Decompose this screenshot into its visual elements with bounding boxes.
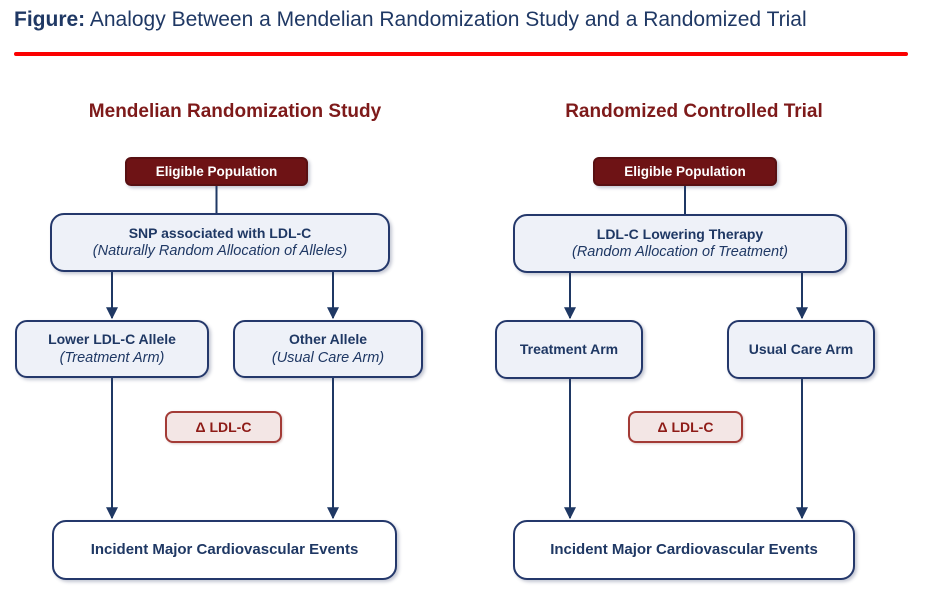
column-heading-rct: Randomized Controlled Trial [565, 101, 823, 122]
other-allele-box: Other Allele (Usual Care Arm) [233, 320, 423, 378]
delta-ldlc-label: Δ LDL-C [195, 418, 252, 435]
eligible-population-label: Eligible Population [624, 163, 746, 179]
lower-allele-title: Lower LDL-C Allele [48, 331, 176, 348]
figure-title-label: Figure: [14, 8, 86, 31]
lower-ldlc-allele-box: Lower LDL-C Allele (Treatment Arm) [15, 320, 209, 378]
snp-intervention-box: SNP associated with LDL-C (Naturally Ran… [50, 213, 390, 272]
eligible-population-box-rct: Eligible Population [593, 157, 777, 186]
delta-ldlc-box-mendelian: Δ LDL-C [165, 411, 282, 443]
ldlc-therapy-box: LDL-C Lowering Therapy (Random Allocatio… [513, 214, 847, 273]
eligible-population-label: Eligible Population [155, 163, 278, 179]
title-divider-line [14, 52, 908, 56]
delta-ldlc-box-rct: Δ LDL-C [628, 411, 743, 443]
figure-title-text: Analogy Between a Mendelian Randomizatio… [85, 8, 807, 31]
snp-box-title: SNP associated with LDL-C [128, 224, 312, 241]
outcome-box-rct: Incident Major Cardiovascular Events [513, 520, 855, 580]
treatment-arm-box: Treatment Arm [495, 320, 643, 379]
eligible-population-box-mendelian: Eligible Population [125, 157, 308, 186]
outcome-box-mendelian: Incident Major Cardiovascular Events [52, 520, 397, 580]
delta-ldlc-label: Δ LDL-C [657, 418, 714, 435]
therapy-box-title: LDL-C Lowering Therapy [596, 225, 764, 242]
lower-allele-subtitle: (Treatment Arm) [59, 349, 165, 366]
treatment-arm-label: Treatment Arm [519, 341, 619, 358]
outcome-label: Incident Major Cardiovascular Events [550, 541, 818, 559]
snp-box-subtitle: (Naturally Random Allocation of Alleles) [92, 243, 348, 260]
other-allele-title: Other Allele [288, 331, 368, 348]
outcome-label: Incident Major Cardiovascular Events [90, 541, 359, 559]
usual-care-arm-label: Usual Care Arm [748, 341, 854, 358]
therapy-box-subtitle: (Random Allocation of Treatment) [572, 244, 788, 261]
figure-title: Figure: Analogy Between a Mendelian Rand… [14, 8, 918, 32]
usual-care-arm-box: Usual Care Arm [727, 320, 875, 379]
column-heading-mendelian: Mendelian Randomization Study [88, 101, 382, 122]
other-allele-subtitle: (Usual Care Arm) [271, 349, 385, 366]
